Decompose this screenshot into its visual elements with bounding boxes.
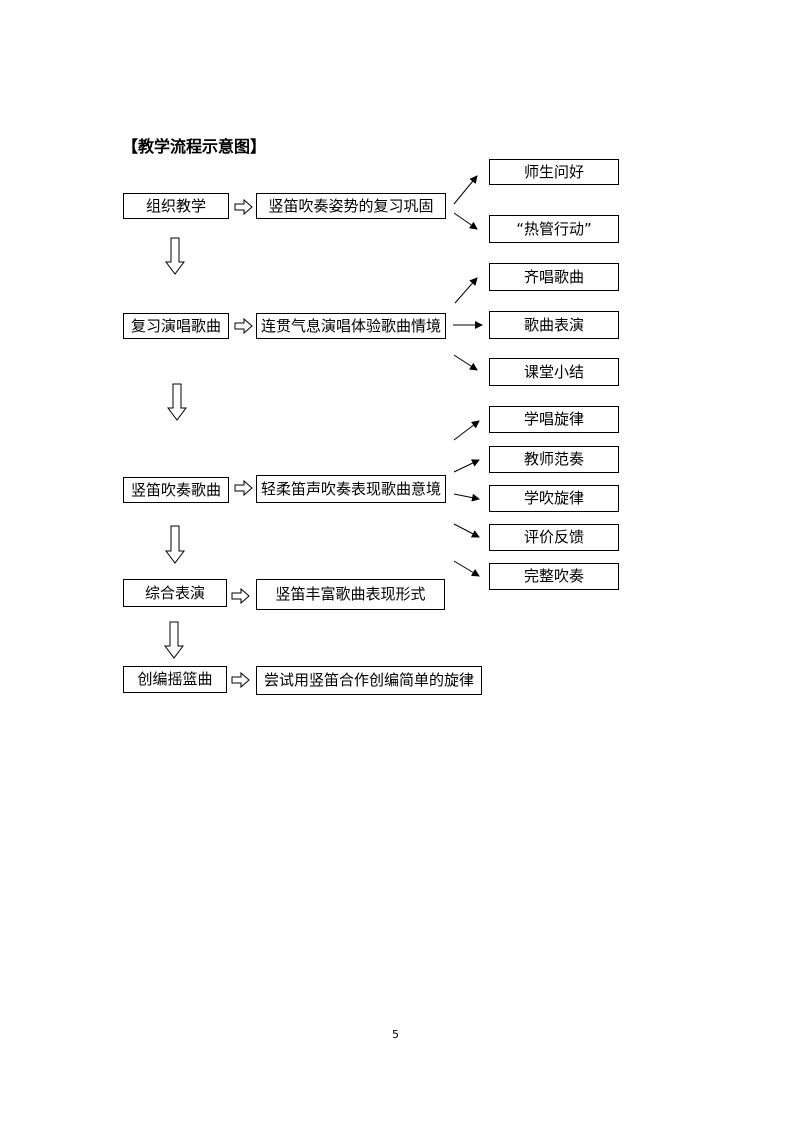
hollow-arrow-right-2 bbox=[234, 317, 253, 335]
branch-arrow-2-1 bbox=[454, 277, 478, 304]
hollow-arrow-down-3 bbox=[165, 525, 185, 564]
outcome-box-2-2: 歌曲表演 bbox=[489, 311, 619, 339]
activity-box-5: 尝试用竖笛合作创编简单的旋律 bbox=[256, 666, 482, 695]
hollow-arrow-right-4 bbox=[231, 587, 250, 605]
activity-box-1: 竖笛吹奏姿势的复习巩固 bbox=[256, 193, 446, 219]
outcome-box-1-2: “热管行动” bbox=[489, 215, 619, 243]
hollow-arrow-right-3 bbox=[234, 479, 253, 497]
branch-arrow-3-4 bbox=[453, 523, 480, 538]
activity-box-2: 连贯气息演唱体验歌曲情境 bbox=[256, 313, 446, 339]
outcome-box-3-5: 完整吹奏 bbox=[489, 563, 619, 590]
stage-box-1: 组织教学 bbox=[123, 193, 229, 219]
outcome-box-3-1: 学唱旋律 bbox=[489, 406, 619, 433]
activity-box-3: 轻柔笛声吹奏表现歌曲意境 bbox=[256, 475, 446, 503]
page-number: 5 bbox=[392, 1028, 399, 1041]
outcome-box-2-3: 课堂小结 bbox=[489, 358, 619, 386]
vertical-hollow-arrows bbox=[164, 237, 187, 659]
hollow-arrow-down-2 bbox=[167, 383, 187, 421]
activity-box-4: 竖笛丰富歌曲表现形式 bbox=[256, 579, 445, 610]
branch-arrow-1-2 bbox=[453, 212, 478, 230]
branch-arrow-3-2 bbox=[453, 459, 480, 473]
hollow-arrow-down-4 bbox=[164, 621, 184, 659]
hollow-arrow-down-1 bbox=[165, 237, 185, 275]
branch-arrow-3-3 bbox=[453, 493, 480, 502]
diagram-heading: 【教学流程示意图】 bbox=[122, 137, 267, 156]
hollow-arrow-right-1 bbox=[234, 198, 253, 216]
outcome-box-3-3: 学吹旋律 bbox=[489, 485, 619, 512]
branch-arrow-3-5 bbox=[453, 560, 480, 577]
branch-arrow-3-1 bbox=[453, 420, 480, 441]
stage-box-4: 综合表演 bbox=[123, 579, 227, 607]
stage-box-2: 复习演唱歌曲 bbox=[123, 313, 229, 339]
branch-arrow-1-1 bbox=[453, 175, 478, 205]
stage-box-5: 创编摇篮曲 bbox=[123, 666, 227, 693]
outcome-box-3-2: 教师范奏 bbox=[489, 446, 619, 473]
hollow-arrow-right-5 bbox=[231, 671, 250, 689]
stage-box-3: 竖笛吹奏歌曲 bbox=[123, 477, 229, 503]
outcome-box-3-4: 评价反馈 bbox=[489, 524, 619, 551]
outcome-box-1-1: 师生问好 bbox=[489, 159, 619, 185]
branch-arrow-2-3 bbox=[453, 354, 478, 371]
branch-arrows bbox=[453, 175, 483, 577]
horizontal-hollow-arrows bbox=[231, 198, 253, 689]
outcome-box-2-1: 齐唱歌曲 bbox=[489, 263, 619, 291]
